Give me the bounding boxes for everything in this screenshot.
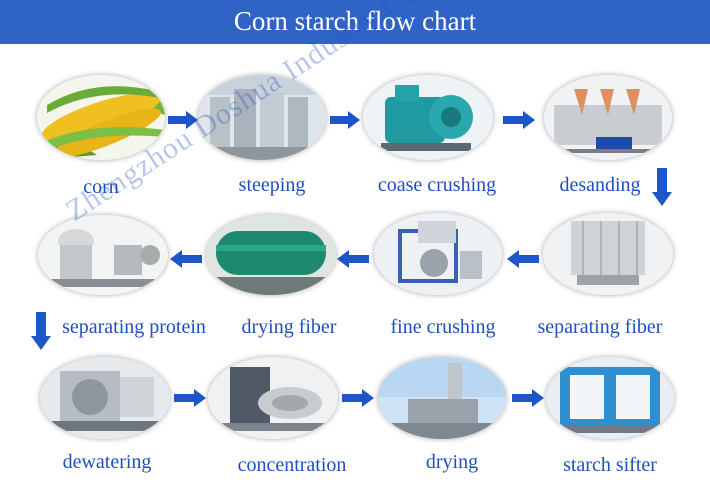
arrow-right-icon [168, 111, 198, 134]
page-title: Corn starch flow chart [233, 6, 477, 36]
step-label-steeping: steeping [238, 174, 306, 196]
arrow-left-icon [170, 250, 202, 273]
desanding-cyclones-image [544, 75, 672, 160]
arrow-down-icon [652, 168, 672, 211]
concentration-machine-image [208, 357, 338, 439]
arrow-right-icon [342, 389, 374, 412]
step-label-concentration: concentration [237, 454, 347, 476]
arrow-left-icon [507, 250, 539, 273]
step-label-drying-fiber: drying fiber [241, 316, 337, 338]
step-label-starch-sifter: starch sifter [563, 454, 657, 476]
step-label-dewatering: dewatering [62, 451, 152, 473]
arrow-right-icon [512, 389, 544, 412]
steeping-tanks-image [198, 75, 326, 160]
step-label-drying: drying [425, 451, 479, 473]
arrow-left-icon [337, 250, 369, 273]
drying-tower-image [378, 357, 506, 439]
step-label-coase-crushing: coase crushing [377, 174, 497, 196]
arrow-right-icon [503, 111, 535, 134]
dewatering-centrifuge-image [40, 357, 170, 439]
starch-sifter-image [546, 357, 674, 439]
coarse-crusher-image [363, 75, 493, 160]
step-label-separating-fiber: separating fiber [537, 316, 663, 338]
arrow-right-icon [174, 389, 206, 412]
step-label-separating-protein: separating protein [62, 316, 206, 338]
title-bar: Corn starch flow chart [0, 0, 710, 44]
arrow-down-icon [31, 312, 51, 355]
fine-crusher-image [374, 213, 502, 295]
arrow-right-icon [330, 111, 360, 134]
fiber-separator-image [543, 213, 673, 295]
step-label-fine-crushing: fine crushing [390, 316, 496, 338]
protein-separator-image [38, 215, 168, 295]
step-label-corn: corn [83, 176, 119, 198]
fiber-dryer-image [206, 215, 336, 295]
step-label-desanding: desanding [559, 174, 641, 196]
